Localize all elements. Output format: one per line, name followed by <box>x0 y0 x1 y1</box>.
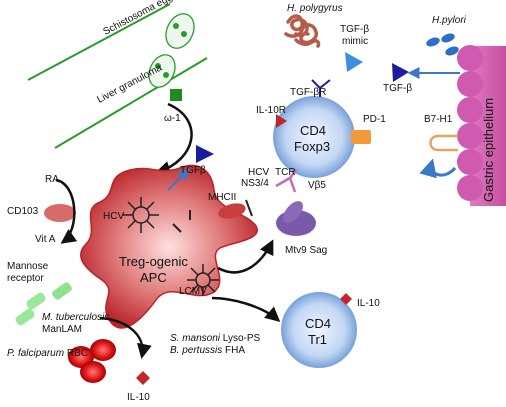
il10-diamond-bottom <box>136 371 150 385</box>
rbc-text: RBC <box>64 348 88 359</box>
tgfb-mimic-triangle <box>345 52 363 72</box>
mhcii-molecule <box>218 199 253 219</box>
p-falciparum-label: P. falciparum RBC <box>7 349 88 359</box>
h-pylori-bacterium <box>441 33 455 43</box>
fha-text: FHA <box>222 345 246 356</box>
mtb-bacterium <box>26 292 46 310</box>
vb5-label: Vβ5 <box>308 180 326 191</box>
il10-receptor <box>276 114 287 128</box>
mtv9-sag-label: Mtv9 Sag <box>285 245 328 256</box>
mannose-receptor-label-line1: Mannose <box>7 261 49 272</box>
hcv-virus-apc <box>123 197 159 233</box>
b7h1-feedback-arrow <box>419 158 457 179</box>
b7h1-receptor <box>429 134 458 152</box>
h-pylori-bacterium <box>426 37 440 47</box>
apc-to-tr1-arrow <box>211 296 281 322</box>
apc-to-mtv9-arrow <box>217 239 274 274</box>
treg-ogenic-apc <box>80 164 258 329</box>
b-pertussis-name: B. pertussis <box>170 345 223 356</box>
cd103-label: CD103 <box>7 206 39 217</box>
pd1-label: PD-1 <box>363 114 386 125</box>
omega1-square <box>170 89 182 101</box>
gastric-epithelium <box>457 45 506 206</box>
tgfb-receptor <box>311 79 331 97</box>
s-mansoni-label: S. mansoni Lyso-PS <box>170 334 260 344</box>
il10-bottom-label: IL-10 <box>127 392 150 403</box>
schistosoma-egg-bottom <box>148 54 176 88</box>
hcv-ns34-label-line2: NS3/4 <box>241 178 269 189</box>
vita-label: Vit A <box>35 234 56 245</box>
rbc-to-il10-arrow <box>99 316 152 359</box>
mannose-receptor <box>52 282 72 300</box>
lcmv-virus <box>187 264 219 296</box>
gastric-epithelium-label: Gastric epithelium <box>481 97 496 202</box>
liver-granuloma-lines <box>27 3 208 149</box>
schistosoma-egg-top <box>165 13 195 49</box>
apc-label-line2: APC <box>140 270 167 285</box>
hcv-apc-label: HCV <box>103 211 125 222</box>
omega1-arrow <box>155 102 193 176</box>
infected-rbc-cluster <box>68 339 116 383</box>
tcr-receptor <box>275 169 297 193</box>
b-pertussis-label: B. pertussis FHA <box>170 346 245 356</box>
il10-diamond-right <box>340 293 352 305</box>
p-falciparum-name: P. falciparum <box>7 348 65 359</box>
b7h1-label: B7-H1 <box>424 114 453 125</box>
ra-arrow <box>55 178 78 244</box>
ra-label: RA <box>45 174 59 185</box>
mhcii-label: MHCII <box>208 192 237 203</box>
cd4-tr1-cell <box>281 292 357 368</box>
tgfbr-label: TGF-βR <box>290 87 327 98</box>
tgfb-right-label: TGF-β <box>383 83 413 94</box>
mtb-bacterium <box>15 308 35 326</box>
tcr-label: TCR <box>275 167 296 178</box>
cd103-receptor <box>44 204 76 222</box>
h-polygyrus-worm <box>284 14 321 48</box>
tgfb-apc-label: TGFβ <box>180 165 206 176</box>
cd4-tr1-label-line2: Tr1 <box>308 332 328 347</box>
il10r-label: IL-10R <box>256 105 287 116</box>
tgfb-mimic-label-line2: mimic <box>342 36 369 47</box>
lcmv-label: LCMV <box>179 286 207 297</box>
cd4-foxp3-label-line1: CD4 <box>300 123 327 138</box>
tgfb-mimic-label-line1: TGF-β <box>340 24 370 35</box>
tgfb-triangle-right <box>392 63 409 82</box>
manlam-label: ManLAM <box>42 324 83 335</box>
h-polygyrus-label: H. polygyrus <box>287 3 343 14</box>
cd4-foxp3-label-line2: Foxp3 <box>294 139 331 154</box>
il10-right-label: IL-10 <box>357 298 380 309</box>
h-pylori-label: H.pylori <box>432 15 466 26</box>
mannose-receptor-label-line2: receptor <box>7 273 44 284</box>
h-pylori-bacterium <box>445 46 459 56</box>
hcv-ns34-label-line1: HCV <box>248 167 270 178</box>
omega1-label: ω-1 <box>164 113 181 124</box>
s-mansoni-name: S. mansoni <box>170 333 221 344</box>
m-tuberculosis-label: M. tuberculosis <box>42 312 110 323</box>
mtv9-sag-lobe <box>283 201 303 223</box>
tgfb-triangle-apc <box>196 145 214 163</box>
apc-to-tgfb-arrow <box>167 168 190 191</box>
apc-label-line1: Treg-ogenic <box>119 254 188 269</box>
pd1-receptor <box>351 130 371 144</box>
cd4-tr1-label-line1: CD4 <box>305 316 332 331</box>
hcv-fragment <box>172 223 182 233</box>
lyso-ps-text: Lyso-PS <box>220 333 261 344</box>
